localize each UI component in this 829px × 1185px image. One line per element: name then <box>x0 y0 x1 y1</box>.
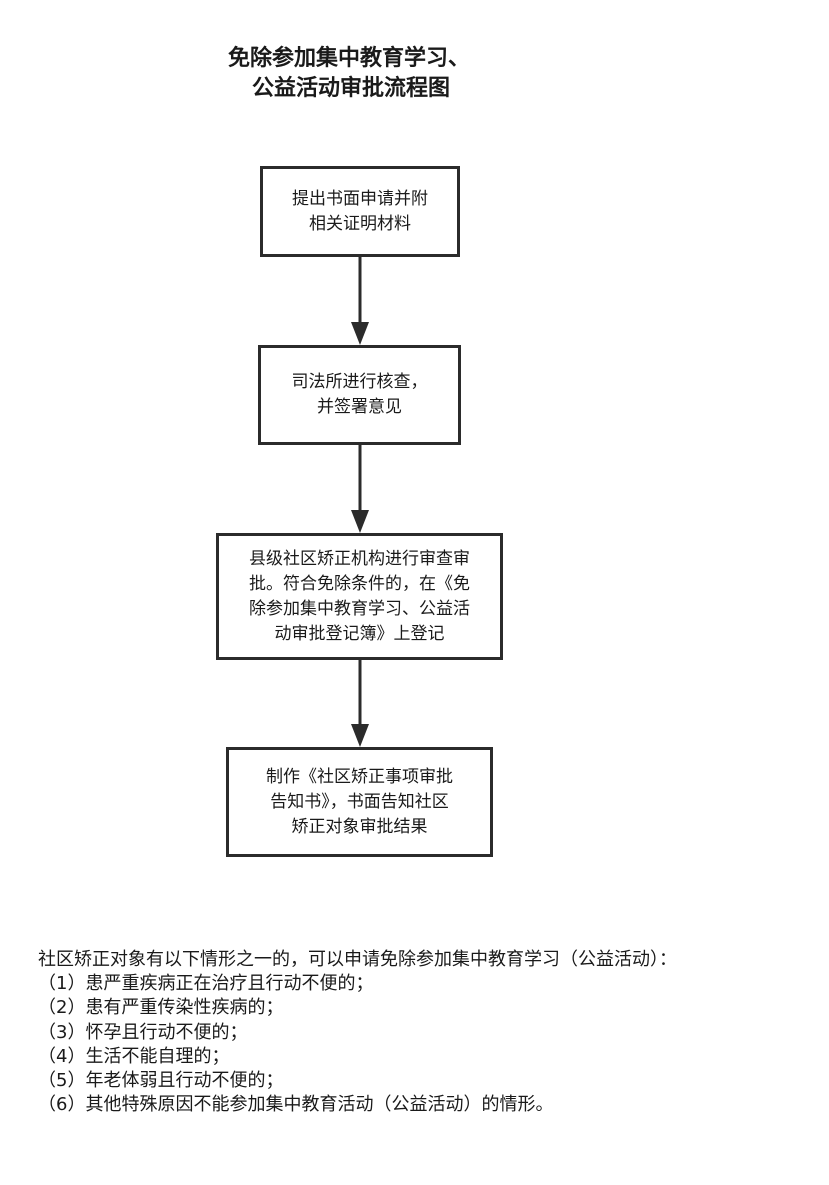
step-4-line: 矫正对象审批结果 <box>291 816 428 837</box>
step-3-line: 县级社区矫正机构进行审查审 <box>249 548 470 569</box>
step-4-line: 制作《社区矫正事项审批 <box>266 766 453 787</box>
notes-item: （5）年老体弱且行动不便的； <box>38 1070 284 1092</box>
arrow-step1-to-step2 <box>351 257 369 345</box>
title-line-1: 免除参加集中教育学习、 <box>228 46 471 71</box>
step-submit-application: 提出书面申请并附 相关证明材料 <box>260 166 460 257</box>
step-1-line: 提出书面申请并附 <box>292 188 428 209</box>
step-judicial-office-review: 司法所进行核查， 并签署意见 <box>258 345 461 445</box>
notes-item: （6）其他特殊原因不能参加集中教育活动（公益活动）的情形。 <box>38 1094 554 1116</box>
notes-item: （3）怀孕且行动不便的； <box>38 1021 248 1043</box>
step-county-agency-approval: 县级社区矫正机构进行审查审 批。符合免除条件的，在《免 除参加集中教育学习、公益… <box>216 533 503 660</box>
step-1-line: 相关证明材料 <box>309 213 411 234</box>
step-2-line: 司法所进行核查， <box>291 372 428 392</box>
step-issue-notice: 制作《社区矫正事项审批 告知书》，书面告知社区 矫正对象审批结果 <box>226 747 493 857</box>
notes-intro: 社区矫正对象有以下情形之一的，可以申请免除参加集中教育学习（公益活动）： <box>38 949 677 970</box>
notes-item: （1）患严重疾病正在治疗且行动不便的； <box>38 973 374 995</box>
notes-item: （2）患有严重传染性疾病的； <box>38 997 284 1019</box>
step-4-line: 告知书》，书面告知社区 <box>270 791 449 812</box>
step-2-line: 并签署意见 <box>317 397 402 417</box>
diagram-title: 免除参加集中教育学习、 公益活动审批流程图 <box>200 44 520 104</box>
conditions-notes: 社区矫正对象有以下情形之一的，可以申请免除参加集中教育学习（公益活动）： （1）… <box>38 948 798 1117</box>
notes-item: （4）生活不能自理的； <box>38 1045 230 1067</box>
arrow-step2-to-step3 <box>351 445 369 533</box>
step-3-line: 除参加集中教育学习、公益活 <box>249 598 470 619</box>
step-3-line: 批。符合免除条件的，在《免 <box>249 573 470 594</box>
step-3-line: 动审批登记簿》上登记 <box>274 623 445 644</box>
arrow-step3-to-step4 <box>351 660 369 747</box>
title-line-2: 公益活动审批流程图 <box>252 76 451 101</box>
